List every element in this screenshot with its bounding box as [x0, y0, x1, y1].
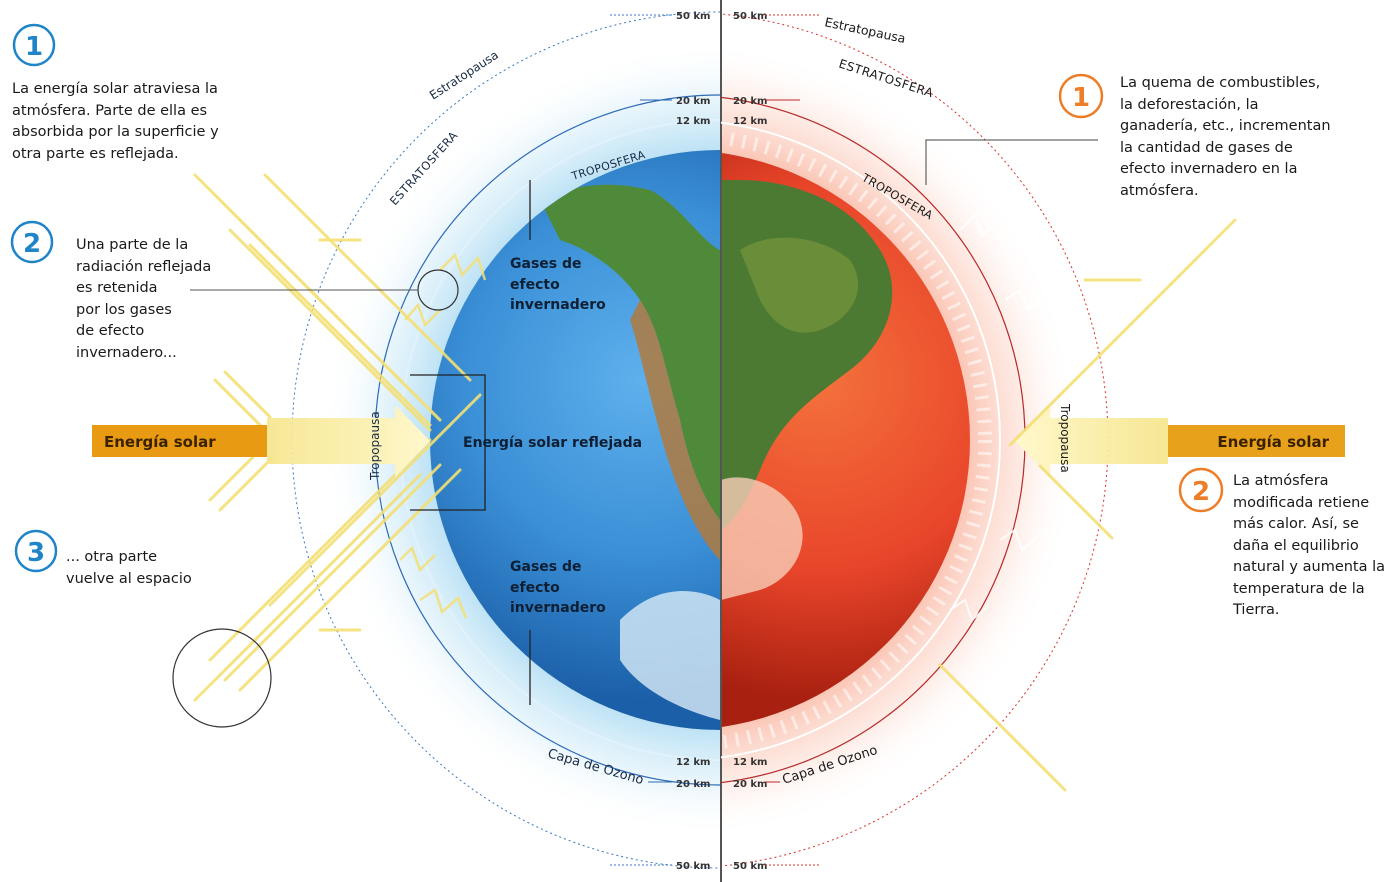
left-km-20-bot: 20 km	[676, 779, 710, 790]
right-step2-text: La atmósfera modificada retiene más calo…	[1233, 471, 1385, 622]
left-km-12-bot: 12 km	[676, 757, 710, 768]
right-step2-line: La atmósfera	[1233, 473, 1329, 489]
right-step1-text: La quema de combustibles, la deforestaci…	[1120, 73, 1331, 202]
gases-bottom-line-1: Gases de	[510, 559, 582, 575]
gases-top-line-1: Gases de	[510, 256, 582, 272]
right-km-50-bot: 50 km	[733, 861, 767, 872]
gases-bottom-line-2: efecto	[510, 580, 560, 596]
right-km-20-bot: 20 km	[733, 779, 767, 790]
right-continent	[721, 180, 893, 600]
left-step2-line: invernadero...	[76, 344, 177, 361]
left-reflected-rays	[193, 173, 482, 702]
right-step1-line: atmósfera.	[1120, 182, 1199, 199]
left-step1-line: La energía solar atraviesa la	[12, 81, 218, 97]
left-tropopause-label: Tropopausa	[368, 411, 382, 481]
left-step1-line: absorbida por la superficie y	[12, 124, 219, 140]
gases-top-line-2: efecto	[510, 277, 560, 293]
left-step2-number: 2	[23, 229, 41, 259]
right-step2-line: modificada retiene	[1233, 494, 1370, 511]
right-step1-leader	[925, 139, 1098, 185]
left-step1-circle: 1	[12, 23, 56, 67]
gases-top-line-3: invernadero	[510, 297, 606, 313]
left-escape-highlight-circle	[172, 628, 272, 728]
right-step2-line: natural y aumenta la	[1233, 559, 1386, 575]
left-step3-line: vuelve al espacio	[66, 570, 192, 587]
left-step2-circle: 2	[10, 220, 54, 264]
left-step2-line: radiación reflejada	[76, 258, 212, 275]
right-solar-arrow	[1015, 405, 1345, 477]
right-rays	[938, 218, 1237, 792]
left-step3-circle: 3	[14, 529, 58, 573]
left-globe-labels: Gases de efecto invernadero Energía sola…	[463, 256, 642, 616]
right-step1-circle: 1	[1058, 73, 1104, 119]
left-km-50-bot: 50 km	[676, 861, 710, 872]
right-step1-number: 1	[1072, 83, 1090, 113]
left-step2-text: Una parte de la radiación reflejada es r…	[76, 235, 211, 364]
right-step2-line: Tierra.	[1233, 602, 1280, 618]
right-km-12-bot: 12 km	[733, 757, 767, 768]
left-brackets	[410, 180, 531, 705]
left-step2-line: Una parte de la	[76, 237, 189, 253]
right-step2-line: daña el equilibrio	[1233, 537, 1359, 554]
gases-bottom-line-3: invernadero	[510, 600, 606, 616]
km-labels: 50 km 20 km 12 km 12 km 20 km 50 km 50 k…	[676, 11, 767, 872]
left-km-50-top: 50 km	[676, 11, 710, 22]
km-connector-lines	[610, 14, 820, 866]
right-atmosphere	[721, 42, 1080, 838]
left-km-20-top: 20 km	[676, 96, 710, 107]
left-solar-arrow	[92, 405, 430, 477]
right-km-50-top: 50 km	[733, 11, 767, 22]
left-continent	[540, 184, 720, 720]
left-step1-text: La energía solar atraviesa la atmósfera.…	[12, 79, 219, 165]
right-step2-line: más calor. Así, se	[1233, 516, 1359, 532]
left-step2-line: por los gases	[76, 301, 172, 318]
reflected-energy-label: Energía solar reflejada	[463, 435, 642, 451]
right-step1-line: efecto invernadero en la	[1120, 161, 1298, 177]
right-step2-line: temperatura de la	[1233, 580, 1365, 597]
right-step2-number: 2	[1192, 477, 1210, 507]
right-step1-line: La quema de combustibles,	[1120, 75, 1321, 91]
left-step3-number: 3	[27, 538, 45, 568]
left-step1-number: 1	[25, 32, 43, 62]
left-step3-line: ... otra parte	[66, 549, 158, 565]
right-km-12-top: 12 km	[733, 116, 767, 127]
left-trapped-heat	[399, 252, 487, 619]
left-step1-line: otra parte es reflejada.	[12, 145, 179, 162]
left-step2-line: de efecto	[76, 323, 145, 339]
right-step2-circle: 2	[1178, 467, 1224, 513]
right-step1-line: ganadería, etc., incrementan	[1120, 118, 1331, 134]
right-step1-line: la cantidad de gases de	[1120, 139, 1293, 156]
left-step1-line: atmósfera. Parte de ella es	[12, 102, 208, 119]
right-trapped-heat	[949, 213, 1045, 622]
left-step3-text: ... otra parte vuelve al espacio	[66, 547, 192, 590]
left-step2-line: es retenida	[76, 280, 158, 296]
right-tropopause-label: Tropopausa	[1058, 403, 1072, 473]
right-step1-line: la deforestación, la	[1120, 96, 1259, 113]
left-km-12-top: 12 km	[676, 116, 710, 127]
right-solar-label: Energía solar	[1217, 433, 1329, 451]
left-atmosphere	[320, 40, 720, 840]
left-solar-label: Energía solar	[104, 433, 216, 451]
right-km-20-top: 20 km	[733, 96, 767, 107]
left-stratopause-label: Estratopausa	[427, 48, 501, 103]
